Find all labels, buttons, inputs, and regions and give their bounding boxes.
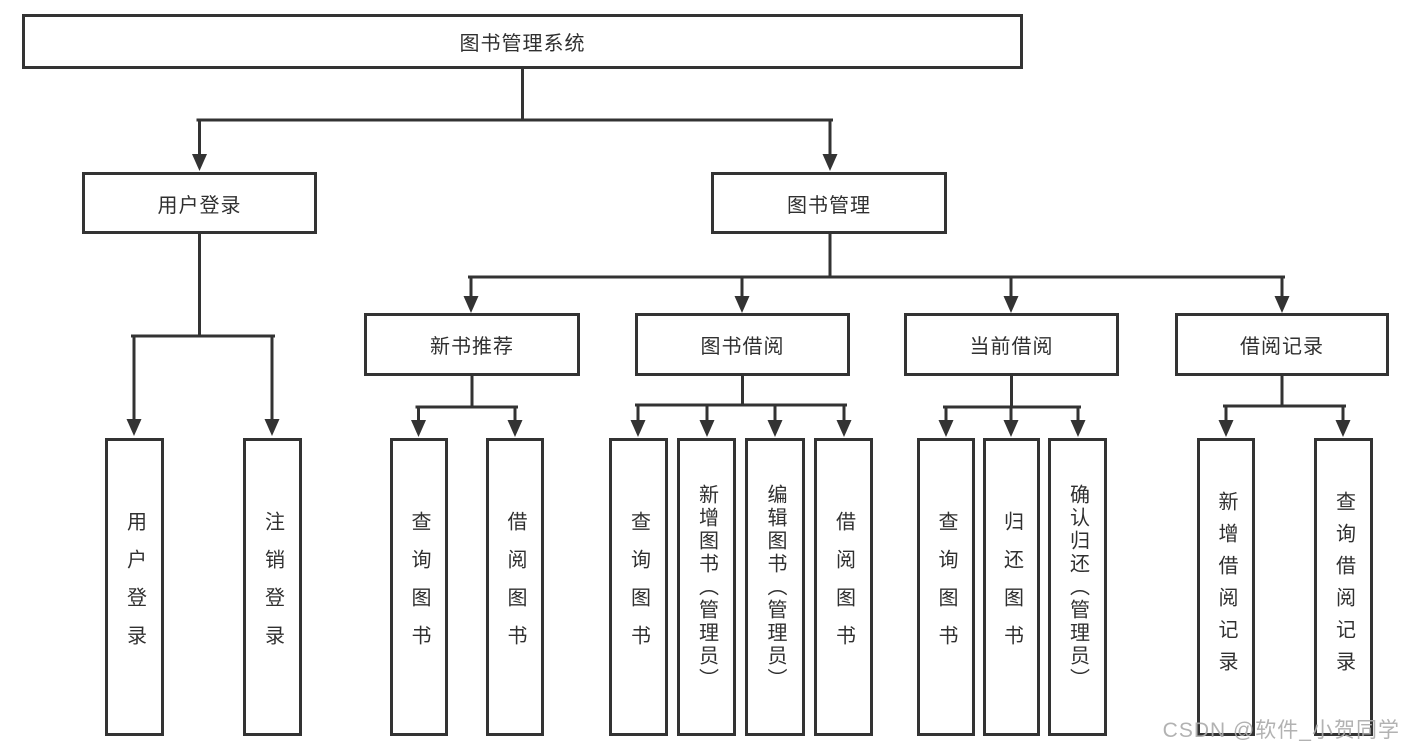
leaf-borrow-books-1: 借阅图书 xyxy=(486,438,544,736)
leaf-confirm-return-admin: 确认归还（管理员） xyxy=(1048,438,1107,736)
leaf-query-books-1: 查询图书 xyxy=(390,438,448,736)
leaf-logout: 注销登录 xyxy=(243,438,302,736)
node-borrowing-records: 借阅记录 xyxy=(1175,313,1389,376)
leaf-edit-book-admin: 编辑图书（管理员） xyxy=(745,438,805,736)
leaf-user-login: 用户登录 xyxy=(105,438,164,736)
node-root-system: 图书管理系统 xyxy=(22,14,1023,69)
node-user-login: 用户登录 xyxy=(82,172,317,234)
arrowheads xyxy=(126,154,1351,437)
node-book-borrowing: 图书借阅 xyxy=(635,313,850,376)
node-new-book-recommend: 新书推荐 xyxy=(364,313,580,376)
node-current-borrowing: 当前借阅 xyxy=(904,313,1119,376)
leaf-add-borrow-record: 新增借阅记录 xyxy=(1197,438,1255,736)
leaf-add-book-admin: 新增图书（管理员） xyxy=(677,438,736,736)
leaf-borrow-books-2: 借阅图书 xyxy=(814,438,873,736)
csdn-watermark: CSDN @软件_小贺同学 xyxy=(1162,719,1400,742)
leaf-query-borrow-record: 查询借阅记录 xyxy=(1314,438,1373,736)
leaf-query-books-3: 查询图书 xyxy=(917,438,975,736)
node-book-management: 图书管理 xyxy=(711,172,947,234)
leaf-query-books-2: 查询图书 xyxy=(609,438,668,736)
leaf-return-books: 归还图书 xyxy=(983,438,1040,736)
